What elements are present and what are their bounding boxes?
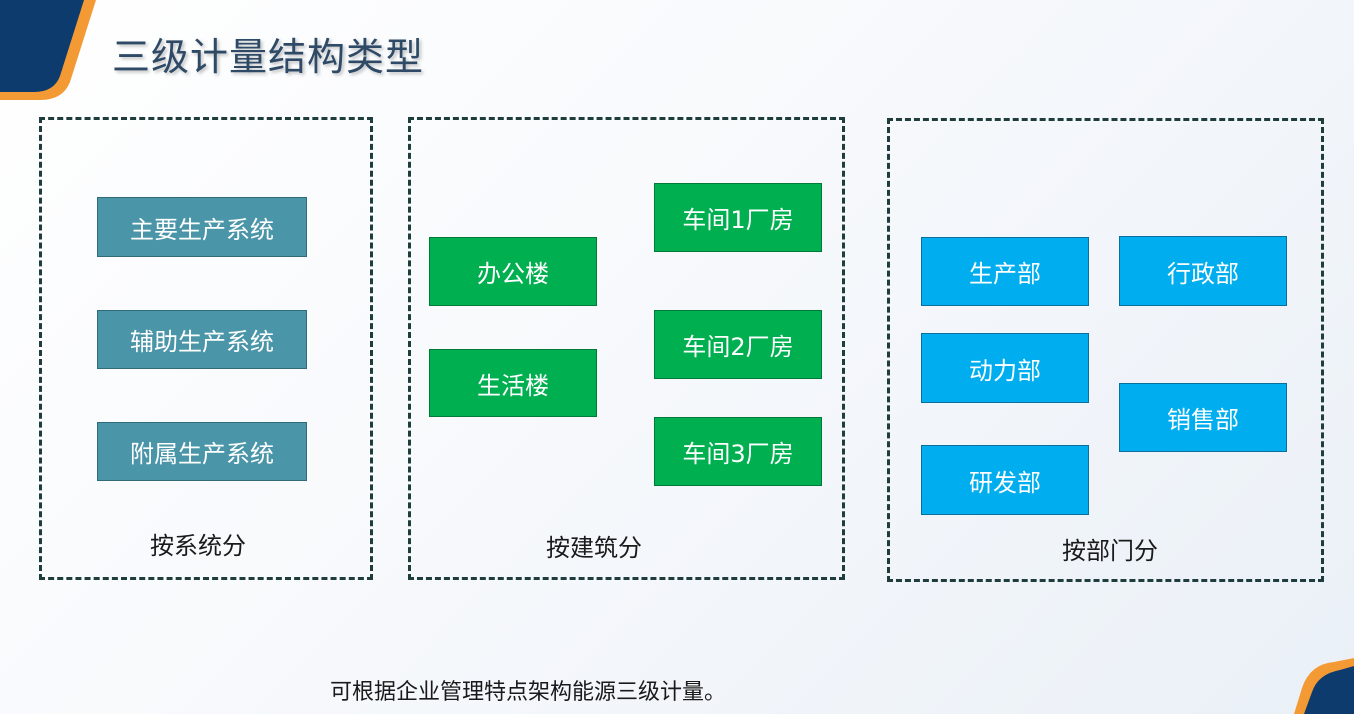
building-box-workshop-2: 车间2厂房 [654, 310, 822, 379]
group-caption-department: 按部门分 [1062, 537, 1158, 565]
group-caption-system: 按系统分 [150, 532, 246, 560]
building-box-workshop-1: 车间1厂房 [654, 183, 822, 252]
system-box-auxiliary: 辅助生产系统 [97, 310, 307, 369]
department-box-sales: 销售部 [1119, 383, 1287, 452]
system-box-main: 主要生产系统 [97, 197, 307, 257]
group-by-department [887, 118, 1324, 582]
department-box-production: 生产部 [921, 237, 1089, 306]
department-box-rnd: 研发部 [921, 445, 1089, 515]
building-box-living: 生活楼 [429, 349, 597, 417]
department-box-admin: 行政部 [1119, 236, 1287, 306]
footer-note: 可根据企业管理特点架构能源三级计量。 [330, 680, 727, 705]
department-box-power: 动力部 [921, 333, 1089, 403]
page-title: 三级计量结构类型 [112, 35, 425, 79]
corner-decoration-bottom-right [1294, 658, 1354, 714]
corner-decoration-top-left [0, 0, 96, 100]
building-box-office: 办公楼 [429, 237, 597, 306]
system-box-affiliated: 附属生产系统 [97, 422, 307, 481]
group-by-building [408, 117, 845, 580]
group-by-system [39, 117, 373, 580]
group-caption-building: 按建筑分 [546, 534, 642, 562]
building-box-workshop-3: 车间3厂房 [654, 417, 822, 486]
